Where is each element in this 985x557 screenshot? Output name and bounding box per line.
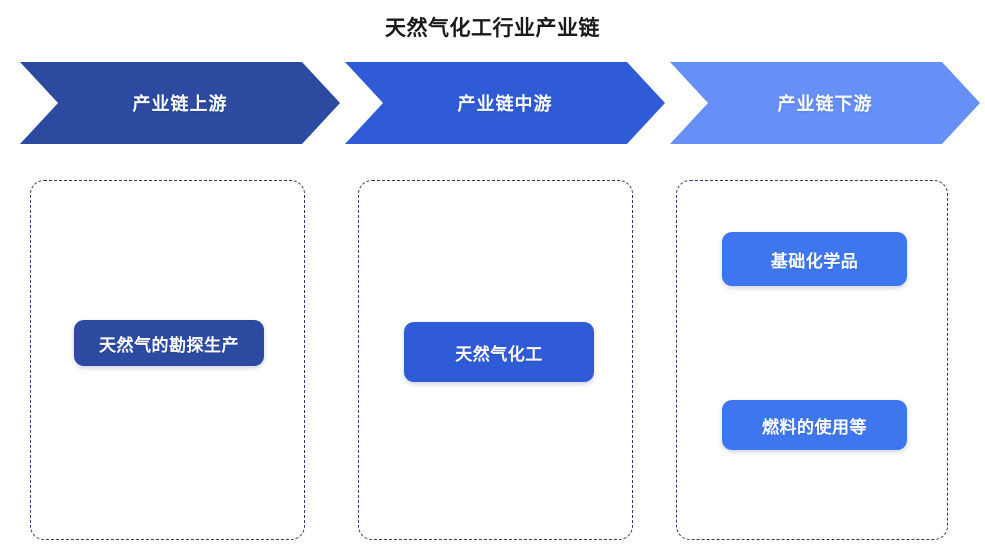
chain-item-downstream-1[interactable]: 燃料的使用等 [722, 400, 907, 450]
stage-banner-downstream[interactable]: 产业链下游 [670, 62, 980, 144]
chain-item-midstream-0[interactable]: 天然气化工 [404, 322, 594, 382]
stage-banner-row: 产业链上游 产业链中游 产业链下游 [0, 62, 985, 152]
stage-banner-midstream[interactable]: 产业链中游 [345, 62, 665, 144]
stage-banner-midstream-label: 产业链中游 [457, 94, 553, 114]
chain-item-downstream-0[interactable]: 基础化学品 [722, 232, 907, 286]
chain-item-upstream-0[interactable]: 天然气的勘探生产 [74, 320, 264, 366]
stage-banner-upstream[interactable]: 产业链上游 [20, 62, 340, 144]
page-title: 天然气化工行业产业链 [385, 17, 600, 40]
stage-banner-downstream-label: 产业链下游 [777, 94, 873, 114]
stage-banner-upstream-label: 产业链上游 [132, 94, 228, 114]
